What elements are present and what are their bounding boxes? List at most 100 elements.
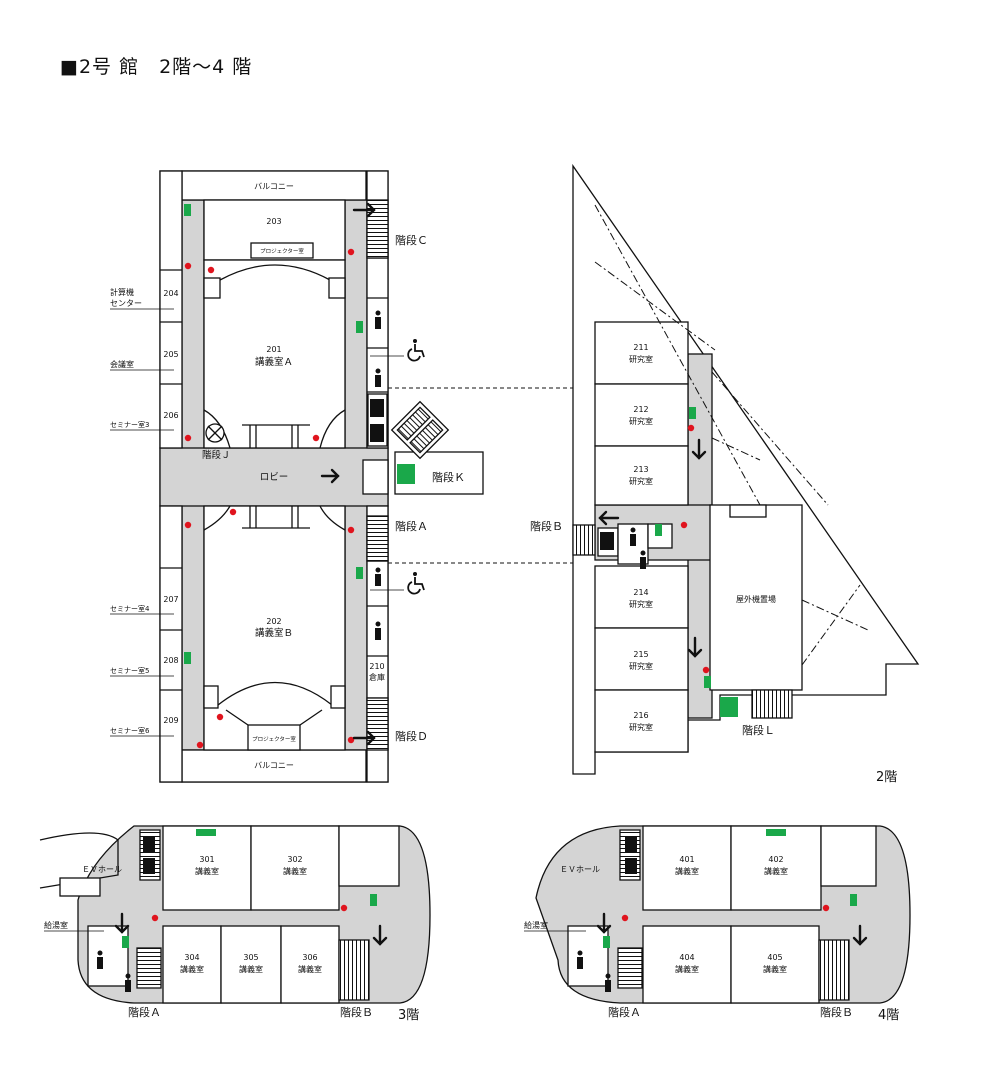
room-202-number: 202	[266, 617, 281, 626]
floor2-right-building	[572, 163, 920, 775]
arrow-down-icon	[596, 912, 612, 934]
outdoor-unit-area: 屋外機置場	[736, 594, 776, 604]
person-icon	[605, 973, 611, 992]
balcony-bottom: バルコニー	[254, 761, 294, 770]
extinguisher-icon	[702, 666, 710, 674]
label-seminar-6: セミナー室6	[110, 726, 150, 735]
floor-2-label: 2階	[876, 770, 897, 785]
label-computer-2: センター	[110, 299, 142, 308]
floor-3-label: 3階	[398, 1008, 419, 1023]
exit-sign-icon	[122, 936, 129, 948]
lobby-label: ロビー	[260, 472, 289, 483]
page-title: ■2号 館 2階～4 階	[60, 56, 253, 78]
room-215-name: 研究室	[629, 661, 653, 671]
arrow-down-icon	[372, 924, 388, 946]
stair-c-label: 階段Ｃ	[395, 233, 428, 247]
person-icon	[640, 550, 646, 569]
elevator-icon	[600, 532, 614, 550]
exit-sign-icon	[850, 894, 857, 906]
room-305-number: 305	[243, 953, 258, 962]
arrow-down-icon	[114, 912, 130, 934]
room-306-number: 306	[302, 953, 317, 962]
extinguisher-icon	[229, 508, 237, 516]
extinguisher-icon	[340, 904, 348, 912]
arrow-down-icon	[852, 924, 868, 946]
room-204: 204	[163, 289, 178, 298]
evacuation-arrows	[114, 202, 868, 946]
exit-signs	[122, 204, 857, 948]
room-206: 206	[163, 411, 178, 420]
person-icon	[375, 310, 381, 329]
person-icon	[375, 368, 381, 387]
floor3-kitchen: 給湯室	[44, 920, 68, 930]
arrow-right-icon	[352, 730, 376, 746]
room-201-name: 講義室Ａ	[255, 356, 293, 368]
projector-room-top: プロジェクター室	[260, 247, 304, 255]
room-404-number: 404	[679, 953, 694, 962]
elevator-icons	[143, 399, 637, 874]
room-209: 209	[163, 716, 178, 725]
floor4-stair-a: 階段Ａ	[608, 1005, 641, 1019]
stair-j-label: 階段Ｊ	[202, 449, 231, 461]
floor3-ev-hall: ＥＶホール	[82, 865, 122, 874]
room-211-name: 研究室	[629, 354, 653, 364]
room-405-number: 405	[767, 953, 782, 962]
room-306-name: 講義室	[298, 964, 322, 974]
arrow-down-icon	[691, 438, 707, 460]
floor3-building	[39, 825, 431, 1004]
stair-k-label: 階段Ｋ	[432, 470, 465, 484]
extinguisher-icon	[680, 521, 688, 529]
exit-sign-icon	[603, 936, 610, 948]
stair-b-label: 階段Ｂ	[530, 519, 563, 533]
room-203: 203	[266, 217, 281, 226]
room-208: 208	[163, 656, 178, 665]
floor4-ev-hall: ＥＶホール	[560, 865, 600, 874]
exit-sign-icon	[356, 567, 363, 579]
floor-4-label: 4階	[878, 1008, 899, 1023]
floor4-kitchen: 給湯室	[524, 920, 548, 930]
label-meeting-room: 会議室	[110, 359, 134, 369]
extinguisher-icon	[347, 526, 355, 534]
exit-sign-icon	[370, 894, 377, 906]
extinguisher-icon	[216, 713, 224, 721]
label-computer-1: 計算機	[110, 287, 134, 297]
floor3-stair-b: 階段Ｂ	[340, 1005, 373, 1019]
extinguisher-icon	[207, 266, 215, 274]
room-401-name: 講義室	[675, 866, 699, 876]
person-icon	[630, 527, 636, 546]
elevator-icon	[143, 858, 155, 874]
room-304-number: 304	[184, 953, 199, 962]
floor2-left-labels: バルコニー バルコニー 203 プロジェクター室 プロジェクター室 201 講義…	[110, 182, 428, 770]
extinguisher-icon	[151, 914, 159, 922]
room-216-number: 216	[633, 711, 648, 720]
arrow-right-icon	[320, 468, 340, 484]
room-205: 205	[163, 350, 178, 359]
person-icon	[577, 950, 583, 969]
arrow-left-icon	[598, 510, 620, 526]
room-401-number: 401	[679, 855, 694, 864]
toilet-icons	[97, 310, 646, 992]
room-212-number: 212	[633, 405, 648, 414]
room-213-name: 研究室	[629, 476, 653, 486]
floor3-labels: 301 講義室 302 講義室 304 講義室 305 講義室 306 講義室 …	[44, 855, 419, 1023]
label-seminar-4: セミナー室4	[110, 604, 150, 613]
exit-sign-icon	[655, 524, 662, 536]
label-seminar-5: セミナー室5	[110, 666, 149, 675]
extinguisher-icon	[312, 434, 320, 442]
arrow-right-icon	[352, 202, 376, 218]
person-icon	[375, 567, 381, 586]
floor2-left-building	[159, 170, 389, 783]
stair-l-label: 階段Ｌ	[742, 723, 775, 737]
room-212-name: 研究室	[629, 416, 653, 426]
stair-a-label: 階段Ａ	[395, 519, 428, 533]
elevator-icon	[370, 399, 384, 417]
room-305-name: 講義室	[239, 964, 263, 974]
extinguisher-icon	[184, 434, 192, 442]
exit-sign-icon	[356, 321, 363, 333]
room-214-name: 研究室	[629, 599, 653, 609]
balcony-top: バルコニー	[254, 182, 294, 191]
elevator-icon	[625, 836, 637, 852]
fire-extinguisher-dots	[151, 248, 830, 922]
elevator-icon	[625, 858, 637, 874]
